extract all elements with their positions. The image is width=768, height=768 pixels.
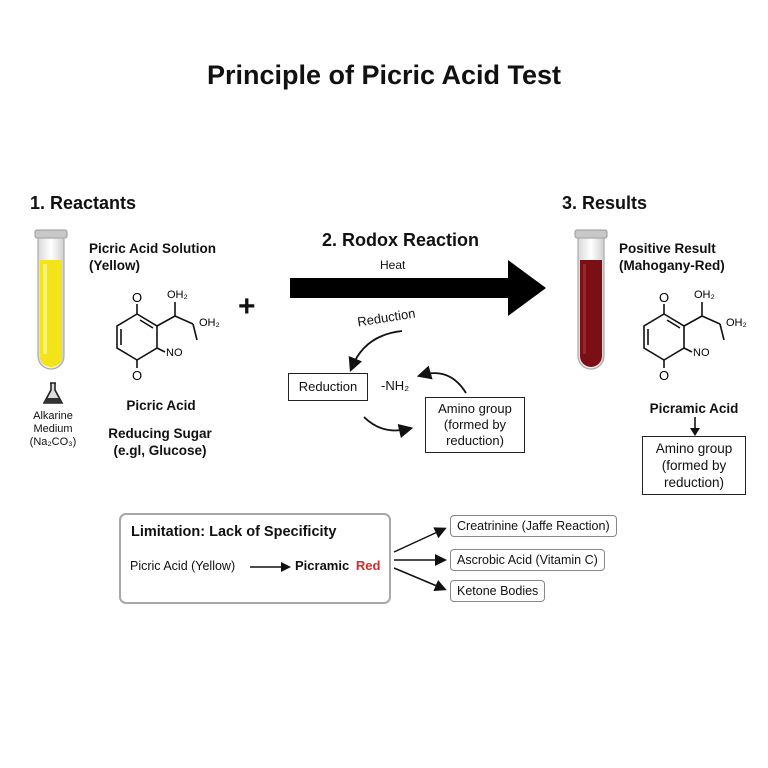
oh2-b-label: OH₂ [199,317,220,329]
result-line-1: Positive Result [619,240,725,257]
result-amino-group-box: Amino group (formed by reduction) [642,436,746,495]
medium-label: Alkarine Medium (Na₂CO₃) [18,410,88,449]
limitation-to: Picramic Red [295,558,380,573]
reduction-box: Reduction [288,373,368,401]
limitation-from: Picric Acid (Yellow) [130,559,235,573]
o-bottom-label: O [132,368,142,380]
limitation-to-word: Picramic [295,558,349,573]
flask-icon [41,381,65,407]
amino-line-2: (formed by [426,417,524,433]
amino-group-box: Amino group (formed by reduction) [425,397,525,453]
sugar-line-1: Reducing Sugar [90,425,230,442]
plus-sign: + [238,290,256,324]
limitation-title: Limitation: Lack of Specificity [131,524,336,540]
picric-solution-label: Picric Acid Solution (Yellow) [89,240,216,274]
picric-acid-name: Picric Acid [106,397,216,414]
picramic-acid-name: Picramic Acid [640,400,748,417]
reaction-heading: 2. Rodox Reaction [322,230,479,251]
solution-label-line-2: (Yellow) [89,257,216,274]
result-amino-line-3: reduction) [643,474,745,491]
interference-arrows-icon [390,520,452,600]
medium-line-1: Alkarine [18,410,88,423]
result-amino-line-2: (formed by [643,457,745,474]
yellow-test-tube-icon [30,228,74,378]
red-test-tube-icon [570,228,614,378]
limitation-arrow-icon [249,561,293,573]
no-label-result: N⁲O [693,347,710,359]
oh2-a-label-result: OH₂ [694,289,715,301]
o-bottom-label-result: O [659,368,669,380]
result-line-2: (Mahogany-Red) [619,257,725,274]
limitation-red-word: Red [356,558,381,573]
no-label: N⁲O [166,347,183,359]
oh2-a-label: OH₂ [167,289,188,301]
solution-label-line-1: Picric Acid Solution [89,240,216,257]
o-top-label-result: O [659,290,669,305]
medium-line-3: (Na₂CO₃) [18,436,88,449]
limitation-panel: Limitation: Lack of Specificity Picric A… [119,513,391,604]
picric-acid-structure: O O OH₂ OH₂ N⁲O [105,284,235,380]
o-top-label: O [132,290,142,305]
interference-item-creatinine: Creatrinine (Jaffe Reaction) [450,515,617,537]
interference-item-ketone-bodies: Ketone Bodies [450,580,545,602]
oh2-b-label-result: OH₂ [726,317,747,329]
result-amino-line-1: Amino group [643,440,745,457]
page-title: Principle of Picric Acid Test [0,60,768,91]
medium-line-2: Medium [18,423,88,436]
picramic-acid-structure: O O OH₂ OH₂ N⁲O [632,284,766,380]
amino-line-3: reduction) [426,433,524,449]
amino-line-1: Amino group [426,401,524,417]
reducing-sugar-label: Reducing Sugar (e.gl, Glucose) [90,425,230,459]
down-arrow-icon [689,416,701,438]
interference-item-ascorbic-acid: Ascrobic Acid (Vitamin C) [450,549,605,571]
positive-result-label: Positive Result (Mahogany-Red) [619,240,725,274]
results-heading: 3. Results [562,193,647,214]
nh2-label: -NH₂ [381,378,409,393]
sugar-line-2: (e.gl, Glucose) [90,442,230,459]
reactants-heading: 1. Reactants [30,193,136,214]
